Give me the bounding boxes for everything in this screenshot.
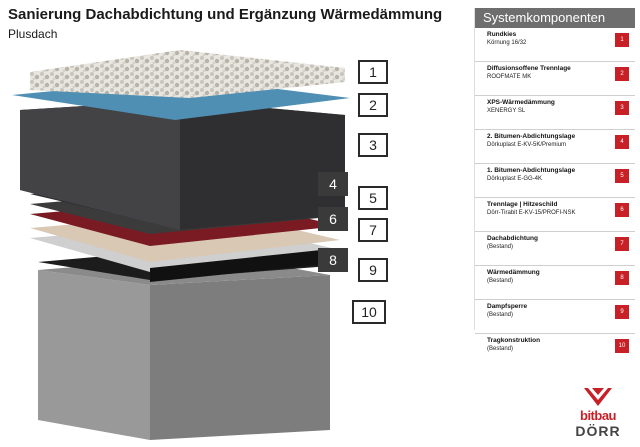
component-title: Tragkonstruktion xyxy=(487,337,541,344)
callout-9: 9 xyxy=(358,258,388,282)
callout-10: 10 xyxy=(352,300,386,324)
logo-line-1: bitbau xyxy=(580,408,617,423)
component-number: 2 xyxy=(615,67,629,81)
component-title: Trennlage | Hitzeschild xyxy=(487,201,558,208)
page-title: Sanierung Dachabdichtung und Ergänzung W… xyxy=(8,6,443,23)
component-item: 1. Bitumen-Abdichtungslage Dörkuplast E-… xyxy=(475,164,635,198)
callout-7: 7 xyxy=(358,218,388,242)
logo-line-2: DÖRR xyxy=(575,423,621,439)
component-title: XPS-Wärmedämmung xyxy=(487,99,555,106)
component-title: 1. Bitumen-Abdichtungslage xyxy=(487,167,576,174)
callout-8: 8 xyxy=(318,248,348,272)
component-product: (Bestand) xyxy=(487,278,514,284)
component-item: XPS-Wärmedämmung XENERGY SL 3 xyxy=(475,96,635,130)
callout-3: 3 xyxy=(358,133,388,157)
callout-6: 6 xyxy=(318,207,348,231)
layer-black-edge xyxy=(150,248,345,282)
layer-concrete xyxy=(38,255,330,440)
panel-heading: Systemkomponenten xyxy=(475,8,635,28)
component-number: 7 xyxy=(615,237,629,251)
bitbau-doerr-logo: bitbau DÖRR xyxy=(560,386,636,444)
component-number: 3 xyxy=(615,101,629,115)
component-number: 5 xyxy=(615,169,629,183)
component-number: 10 xyxy=(615,339,629,353)
component-title: Wärmedämmung xyxy=(487,269,540,276)
component-number: 4 xyxy=(615,135,629,149)
component-product: ROOFMATE MK xyxy=(487,74,532,80)
component-number: 8 xyxy=(615,271,629,285)
component-number: 6 xyxy=(615,203,629,217)
component-product: XENERGY SL xyxy=(487,108,526,114)
callout-4: 4 xyxy=(318,172,348,196)
component-item: Diffusionsoffene Trennlage ROOFMATE MK 2 xyxy=(475,62,635,96)
component-number: 9 xyxy=(615,305,629,319)
layer-xps xyxy=(20,100,345,230)
page-subtitle: Plusdach xyxy=(8,27,58,41)
system-components-panel: Systemkomponenten Rundkies Körnung 16/32… xyxy=(474,8,635,353)
callout-2: 2 xyxy=(358,93,388,117)
component-item: Rundkies Körnung 16/32 1 xyxy=(475,28,635,62)
component-product: Dörkuplast E-GG-4K xyxy=(487,176,543,182)
component-title: 2. Bitumen-Abdichtungslage xyxy=(487,133,576,140)
callout-1: 1 xyxy=(358,60,388,84)
component-item: Wärmedämmung (Bestand) 8 xyxy=(475,266,635,300)
component-product: (Bestand) xyxy=(487,244,514,250)
component-product: Körnung 16/32 xyxy=(487,40,527,46)
component-title: Diffusionsoffene Trennlage xyxy=(487,65,571,72)
component-number: 1 xyxy=(615,33,629,47)
component-title: Rundkies xyxy=(487,31,517,38)
component-title: Dampfsperre xyxy=(487,303,528,310)
callout-5: 5 xyxy=(358,186,388,210)
component-item: Tragkonstruktion (Bestand) 10 xyxy=(475,334,635,367)
roof-layer-diagram xyxy=(12,50,350,440)
component-product: (Bestand) xyxy=(487,312,514,318)
component-item: Trennlage | Hitzeschild Dörr-Tirabit E-K… xyxy=(475,198,635,232)
component-product: (Bestand) xyxy=(487,346,514,352)
layer-gravel xyxy=(30,50,345,98)
logo-chevron-icon xyxy=(584,388,612,406)
component-item: Dachabdichtung (Bestand) 7 xyxy=(475,232,635,266)
component-product: Dörkuplast E-KV-5K/Premium xyxy=(487,142,567,148)
component-item: 2. Bitumen-Abdichtungslage Dörkuplast E-… xyxy=(475,130,635,164)
component-item: Dampfsperre (Bestand) 9 xyxy=(475,300,635,334)
component-product: Dörr-Tirabit E-KV-15/PROFI-NSK xyxy=(487,210,576,216)
component-title: Dachabdichtung xyxy=(487,235,538,242)
